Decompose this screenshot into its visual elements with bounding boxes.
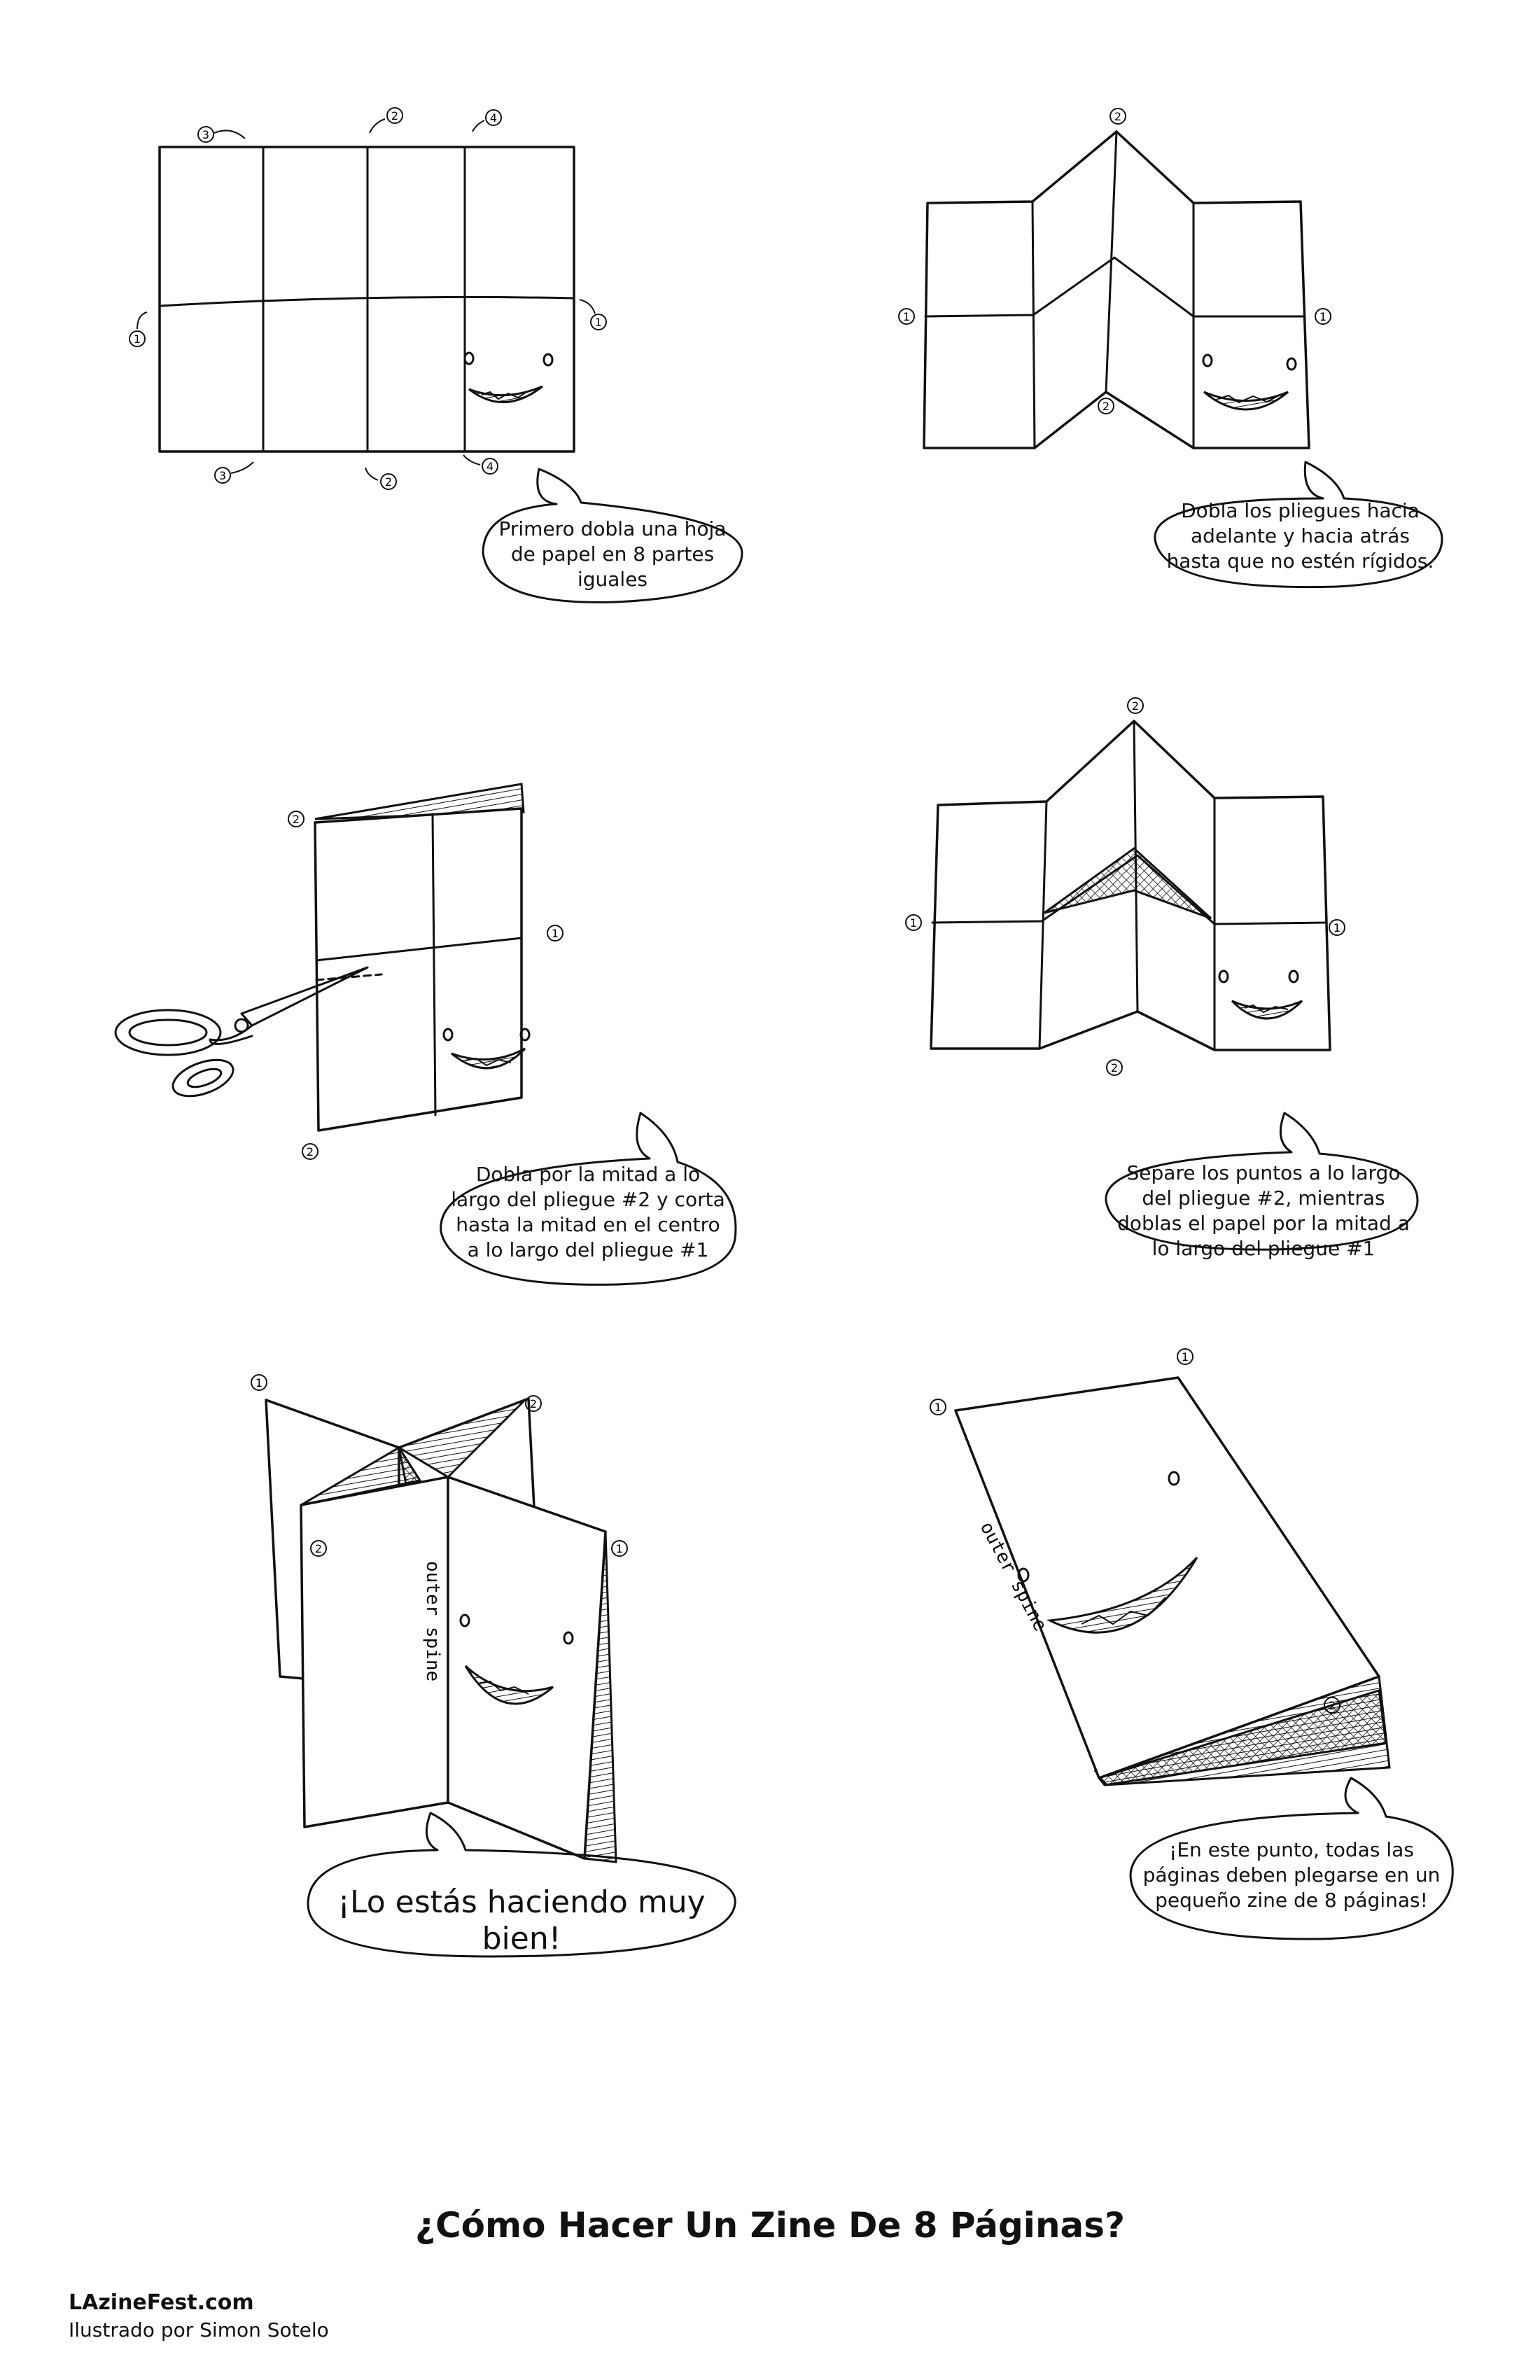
footer-credit: Ilustrado por Simon Sotelo: [69, 2318, 329, 2342]
marker-1: 1: [1334, 921, 1340, 934]
marker-1: 1: [1320, 310, 1326, 323]
marker-1: 1: [134, 332, 141, 346]
step-4-illustration: 2 2 1 1 Separe los puntos a lo largo del…: [770, 630, 1540, 1295]
page-title: ¿Cómo Hacer Un Zine De 8 Páginas?: [414, 2205, 1126, 2246]
marker-2: 2: [293, 813, 300, 826]
marker-2: 2: [1111, 1061, 1118, 1074]
marker-2: 2: [315, 1542, 322, 1555]
step-2-illustration: 2 2 1 1 Dobla los pliegues hacia adelant…: [770, 0, 1540, 630]
marker-4: 4: [486, 460, 493, 473]
marker-1: 1: [934, 1401, 941, 1414]
step-3-illustration: 2 1 2 Dobla por la mitad a lo largo del …: [0, 630, 770, 1295]
marker-3: 3: [202, 128, 209, 141]
marker-2: 2: [1114, 110, 1121, 123]
marker-4: 4: [490, 111, 497, 125]
step-2-instruction: Dobla los pliegues hacia adelante y haci…: [1166, 499, 1434, 573]
step-1-illustration: 3 2 4 1 1 3 2 4 Primero dobla una hoja d…: [0, 0, 770, 630]
marker-1: 1: [616, 1542, 623, 1555]
marker-2: 2: [307, 1145, 314, 1158]
marker-2: 2: [1329, 1699, 1336, 1712]
step-5-instruction: ¡Lo estás haciendo muy bien!: [337, 1884, 706, 1956]
marker-1: 1: [255, 1376, 262, 1390]
step-3-instruction: Dobla por la mitad a lo largo del pliegu…: [451, 1163, 725, 1261]
step-6-instruction: ¡En este punto, todas las páginas deben …: [1142, 1838, 1441, 1912]
spine-label: outer spine: [422, 1561, 443, 1681]
marker-2: 2: [530, 1397, 537, 1410]
marker-3: 3: [219, 469, 226, 482]
marker-2: 2: [385, 475, 392, 489]
marker-1: 1: [595, 316, 602, 329]
marker-2: 2: [1102, 400, 1110, 413]
marker-1: 1: [552, 927, 559, 940]
footer-site-link[interactable]: LAzineFest.com: [69, 2290, 254, 2315]
marker-1: 1: [910, 916, 917, 930]
step-1-instruction: Primero dobla una hoja de papel en 8 par…: [498, 517, 727, 591]
step-5-illustration: outer spine 1 2 2 1 ¡Lo estás haciendo m…: [0, 1295, 770, 1995]
marker-2: 2: [1132, 699, 1139, 713]
marker-2: 2: [391, 109, 398, 122]
marker-1: 1: [1182, 1350, 1189, 1364]
step-6-illustration: outer spine 1 1 2 ¡En este punto, todas …: [770, 1295, 1540, 1995]
step-4-instruction: Separe los puntos a lo largo del pliegue…: [1117, 1161, 1410, 1260]
marker-1: 1: [903, 310, 910, 323]
